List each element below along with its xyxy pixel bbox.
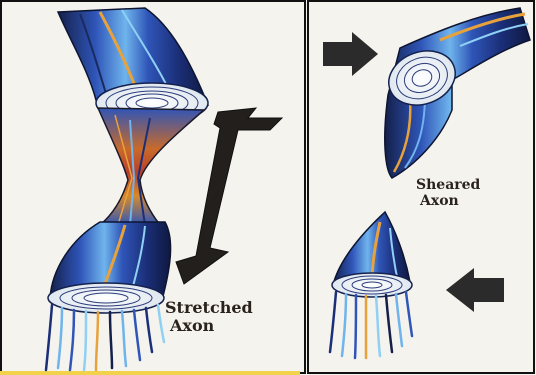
stretched-label-line1: Stretched [165, 298, 253, 317]
stretched-label-line2: Axon [169, 316, 215, 335]
sheared-label-line2: Axon [419, 193, 459, 209]
sheared-label-line1: Sheared [416, 177, 481, 193]
bottom-strip [0, 371, 300, 375]
